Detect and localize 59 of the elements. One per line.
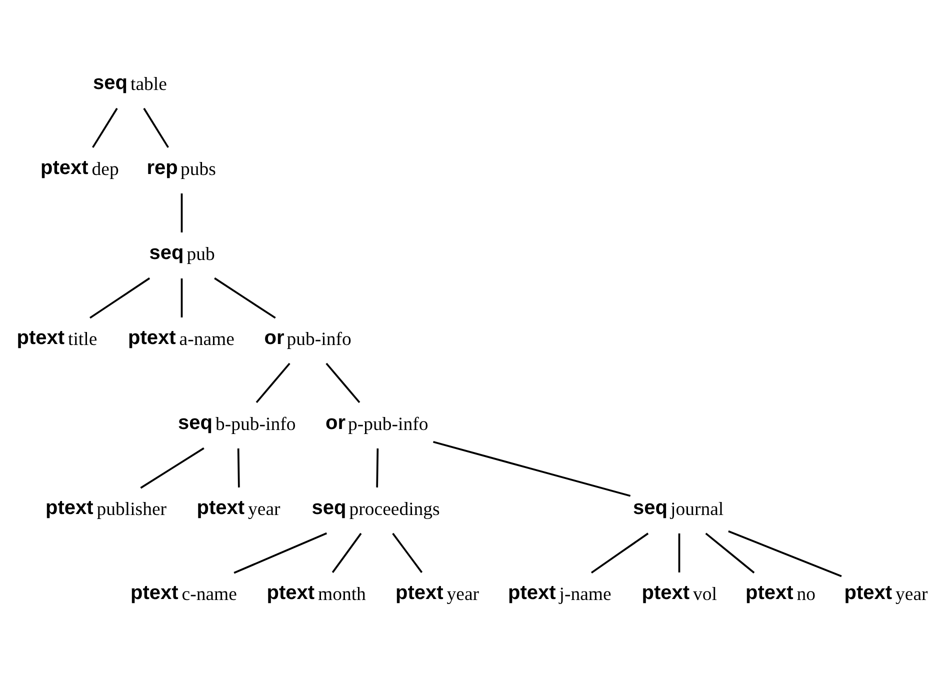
connector — [590, 532, 648, 574]
node-text: ptext — [395, 582, 443, 604]
node-text: ptext — [45, 497, 93, 519]
connector — [142, 108, 168, 148]
node-label: year — [446, 584, 479, 605]
node-label: journal — [670, 498, 724, 520]
node-label: no — [796, 584, 815, 605]
node-label: year — [895, 584, 928, 605]
node-text: or — [264, 327, 284, 349]
connector — [255, 362, 290, 404]
node-label: j-name — [558, 584, 611, 605]
node-text: ptext — [844, 582, 892, 604]
connector — [89, 277, 150, 319]
connector — [92, 108, 118, 148]
node-label: proceedings — [348, 498, 440, 520]
node-text: or — [325, 412, 345, 434]
node-text: ptext — [130, 582, 178, 604]
node-label: pubs — [180, 158, 216, 180]
connector — [392, 532, 422, 573]
node-text: seq — [311, 497, 346, 519]
connector — [214, 277, 276, 319]
node-text: ptext — [508, 582, 556, 604]
node-label: a-name — [178, 328, 234, 350]
node-label: p-pub-info — [348, 414, 428, 435]
node-label: title — [68, 328, 97, 350]
node-text: seq — [178, 412, 212, 434]
node-label: table — [130, 74, 166, 95]
node-text: ptext — [266, 582, 314, 604]
node-label: publisher — [96, 498, 166, 520]
node-text: seq — [92, 72, 127, 94]
node-text: ptext — [196, 497, 244, 519]
node-label: month — [318, 584, 366, 605]
node-text: seq — [148, 242, 184, 264]
connector — [180, 193, 182, 232]
node-label: dep — [91, 158, 118, 180]
connector — [728, 530, 842, 578]
connector — [325, 362, 360, 404]
connector — [140, 447, 204, 489]
node-text: rep — [146, 157, 178, 179]
node-text: ptext — [745, 582, 793, 604]
node-label: vol — [692, 584, 716, 605]
connector — [678, 533, 680, 572]
connector — [180, 278, 182, 318]
node-label: pub-info — [286, 328, 351, 350]
node-text: ptext — [128, 327, 176, 349]
node-label: c-name — [181, 584, 236, 605]
connector — [376, 448, 378, 488]
node-text: ptext — [40, 157, 88, 179]
node-text: seq — [632, 497, 667, 519]
node-label: b-pub-info — [215, 414, 296, 435]
node-text: ptext — [16, 327, 64, 349]
connector — [233, 532, 327, 574]
connector — [236, 448, 240, 488]
connector — [331, 532, 362, 573]
node-text: ptext — [641, 582, 690, 604]
node-label: pub — [186, 244, 214, 265]
node-label: year — [248, 498, 280, 520]
connector — [432, 440, 630, 497]
connector — [704, 532, 754, 574]
